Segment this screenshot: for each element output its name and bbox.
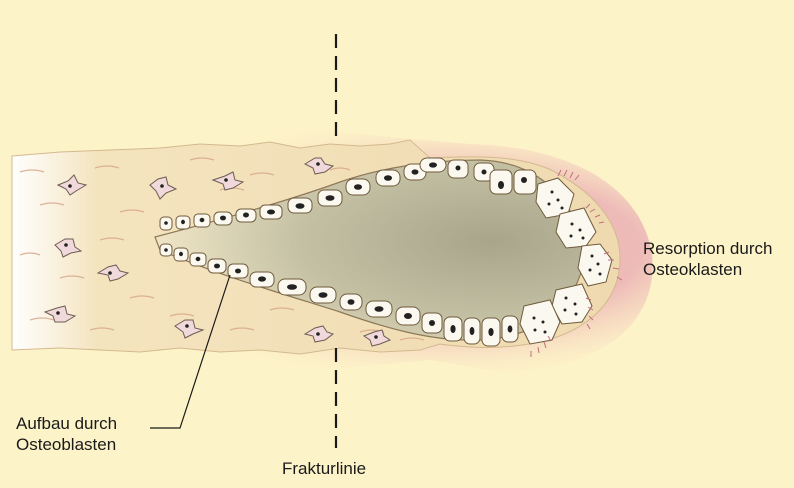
resorption-label-line2: Osteoklasten: [643, 259, 772, 280]
fracture-line-label: Frakturlinie: [282, 458, 366, 479]
osteoblast-label-line2: Osteoblasten: [16, 434, 117, 455]
resorption-label: Resorption durch Osteoklasten: [643, 238, 772, 280]
fracture-line-label-text: Frakturlinie: [282, 458, 366, 479]
resorption-label-line1: Resorption durch: [643, 238, 772, 259]
osteoblast-label-line1: Aufbau durch: [16, 413, 117, 434]
osteoblast-label: Aufbau durch Osteoblasten: [16, 413, 117, 455]
